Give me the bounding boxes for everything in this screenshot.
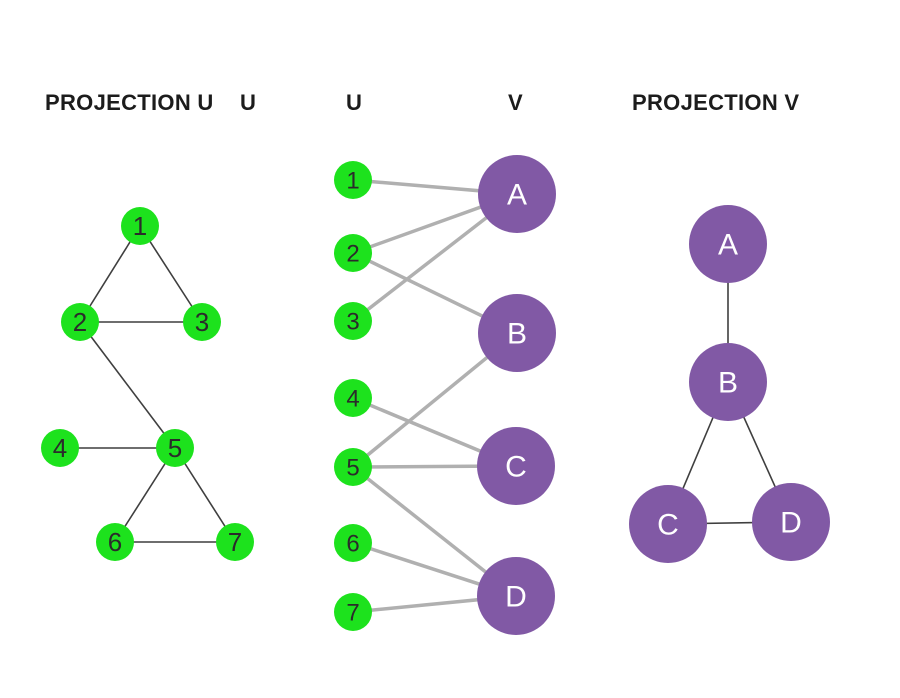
projection-u-node-3 [183, 303, 221, 341]
bipartite-node-4 [334, 379, 372, 417]
bipartite-node-1 [334, 161, 372, 199]
bipartite-node-label-C: C [505, 451, 527, 484]
projection-u-graph: 1 2 3 4 5 6 7 [41, 207, 254, 561]
projection-v-node-A [689, 205, 767, 283]
projection-v-node-label-D: D [780, 507, 802, 540]
bipartite-u-column-label: U [346, 90, 363, 115]
projection-u-node-label-3: 3 [195, 307, 209, 337]
projection-v-node-label-C: C [657, 509, 679, 542]
bipartite-node-label-2: 2 [346, 240, 359, 267]
bipartite-graph: 1 2 3 4 5 6 7 A B C D [334, 155, 556, 635]
bipartite-node-5 [334, 448, 372, 486]
bipartite-node-7 [334, 593, 372, 631]
bipartite-node-label-4: 4 [346, 385, 359, 412]
bipartite-node-B [478, 294, 556, 372]
projection-u-title: PROJECTION U [45, 90, 214, 115]
bipartite-node-2 [334, 234, 372, 272]
projection-v-node-label-B: B [718, 367, 738, 400]
bipartite-node-A [478, 155, 556, 233]
bipartite-node-label-B: B [507, 318, 527, 351]
projection-v-node-D [752, 483, 830, 561]
bipartite-node-6 [334, 524, 372, 562]
projection-u-node-7 [216, 523, 254, 561]
projection-u-node-label-6: 6 [108, 527, 122, 557]
projection-u-node-label-2: 2 [73, 307, 87, 337]
u-set-label: U [240, 90, 257, 115]
bipartite-node-C [477, 427, 555, 505]
projection-u-node-1 [121, 207, 159, 245]
projection-v-node-B [689, 343, 767, 421]
projection-v-title: PROJECTION V [632, 90, 800, 115]
projection-u-node-5 [156, 429, 194, 467]
projection-u-node-6 [96, 523, 134, 561]
projection-u-node-label-5: 5 [168, 433, 182, 463]
projection-u-node-2 [61, 303, 99, 341]
projection-v-graph: A B C D [629, 205, 830, 563]
projection-u-node-label-4: 4 [53, 433, 67, 463]
projection-u-edge-1-3 [139, 225, 203, 323]
bipartite-node-label-3: 3 [346, 308, 359, 335]
bipartite-node-3 [334, 302, 372, 340]
bipartite-node-label-A: A [507, 179, 527, 212]
projection-u-edge-2-5 [79, 321, 176, 449]
projection-u-node-4 [41, 429, 79, 467]
bipartite-node-label-1: 1 [346, 167, 359, 194]
projection-v-node-label-A: A [718, 229, 738, 262]
bipartite-node-label-6: 6 [346, 530, 359, 557]
projection-u-node-label-1: 1 [133, 211, 147, 241]
bipartite-node-label-5: 5 [346, 454, 359, 481]
bipartite-v-column-label: V [508, 90, 523, 115]
projection-u-node-label-7: 7 [228, 527, 242, 557]
bipartite-node-label-7: 7 [346, 599, 359, 626]
bipartite-node-label-D: D [505, 581, 527, 614]
bipartite-node-D [477, 557, 555, 635]
projection-v-node-C [629, 485, 707, 563]
